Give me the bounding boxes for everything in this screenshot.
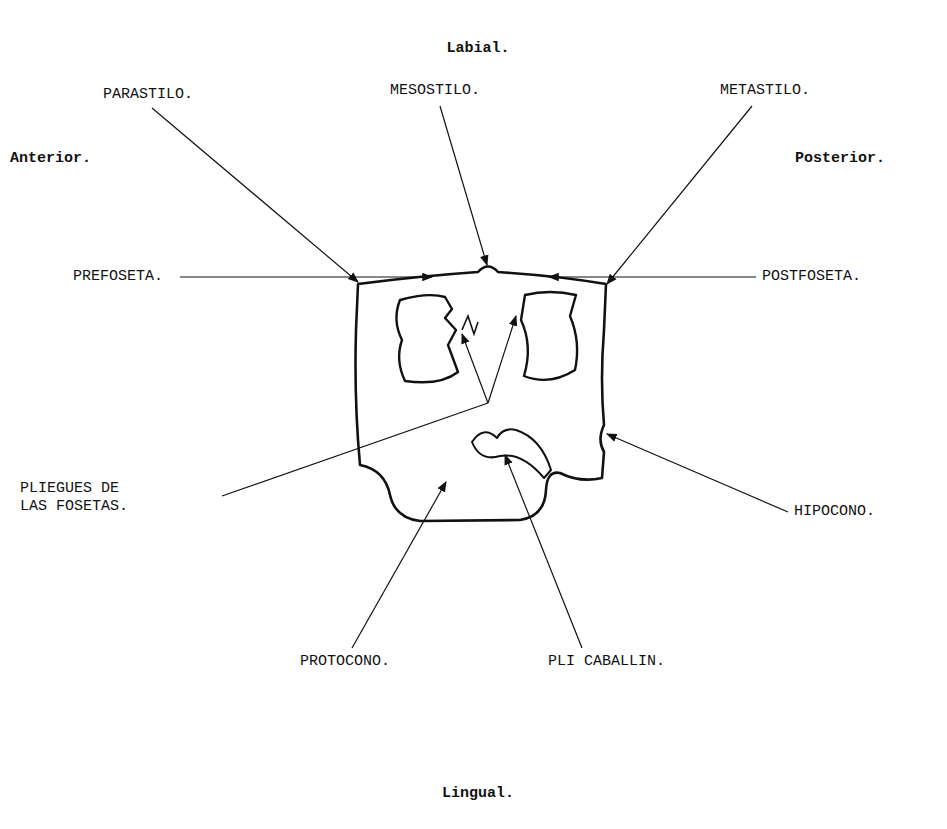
part-label: MESOSTILO.	[390, 82, 480, 100]
part-label: PROTOCONO.	[300, 653, 390, 671]
part-label: HIPOCONO.	[794, 503, 875, 521]
prefoseta-outline	[396, 295, 458, 382]
orientation-label: Labial.	[446, 40, 509, 58]
fold-zigzag	[462, 316, 478, 334]
postfoseta-outline	[521, 292, 577, 380]
leader-line	[607, 434, 788, 512]
leader-line	[505, 455, 582, 648]
leader-line	[488, 316, 516, 403]
leader-line	[607, 106, 752, 284]
leader-line	[549, 276, 756, 277]
orientation-label: Posterior.	[795, 150, 885, 168]
part-label: PARASTILO.	[103, 86, 193, 104]
leader-line	[180, 276, 432, 277]
tooth-outline	[356, 267, 607, 522]
leader-line	[462, 334, 488, 403]
part-label: PLIEGUES DE LAS FOSETAS.	[20, 480, 140, 516]
orientation-label: Lingual.	[442, 785, 514, 803]
orientation-label: Anterior.	[10, 150, 91, 168]
leader-line	[152, 108, 358, 282]
leader-line	[222, 403, 488, 496]
part-label: POSTFOSETA.	[762, 268, 861, 286]
leader-line	[440, 106, 487, 265]
part-label: PREFOSETA.	[73, 268, 163, 286]
part-label: METASTILO.	[720, 82, 810, 100]
leader-line	[352, 482, 446, 648]
part-label: PLI CABALLIN.	[548, 653, 665, 671]
